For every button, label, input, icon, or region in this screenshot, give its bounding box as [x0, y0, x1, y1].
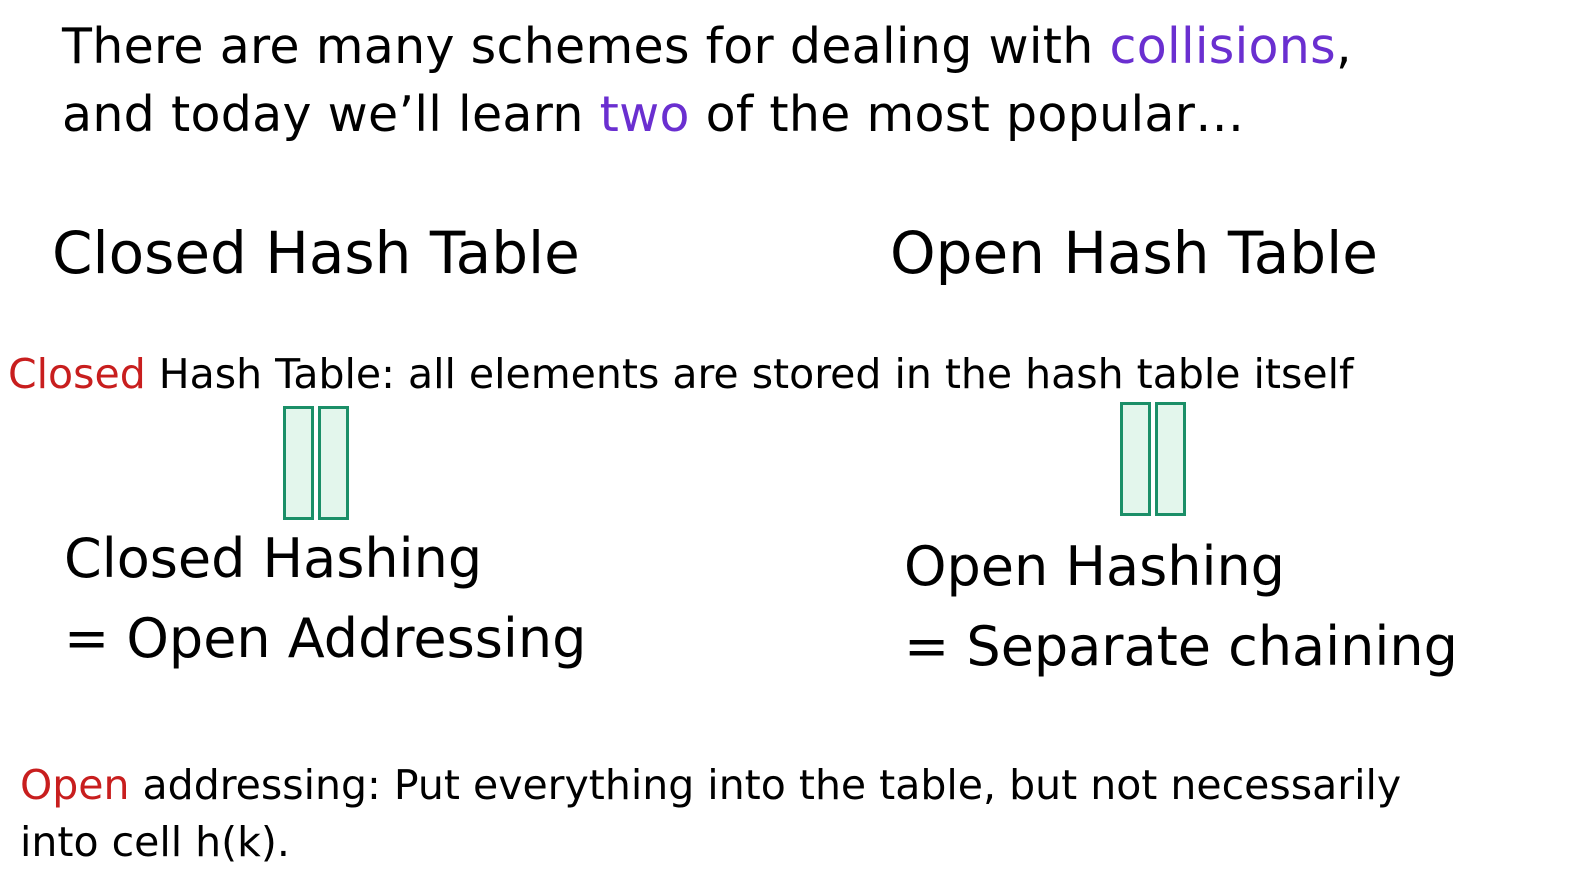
intro-line-1-suffix: , — [1335, 18, 1352, 75]
equivalence-bar — [1155, 402, 1186, 516]
intro-line-1-prefix: There are many schemes for dealing with — [62, 18, 1110, 75]
definition-highlight: Closed — [8, 350, 146, 398]
equivalence-bar — [318, 406, 349, 520]
open-addressing-label: = Open Addressing — [64, 607, 587, 670]
closed-hash-table-definition: Closed Hash Table: all elements are stor… — [8, 354, 1353, 395]
open-addressing-note-rest: addressing: Put everything into the tabl… — [129, 761, 1402, 809]
closed-hashing-label: Closed Hashing — [64, 527, 483, 590]
separate-chaining-label: = Separate chaining — [904, 615, 1458, 678]
open-hash-table-heading: Open Hash Table — [890, 219, 1378, 287]
collisions-highlight: collisions — [1109, 18, 1336, 75]
open-addressing-note-line-2: into cell h(k). — [20, 818, 290, 866]
closed-equivalence-symbol — [283, 406, 349, 520]
open-addressing-note-line-1: Open addressing: Put everything into the… — [20, 765, 1401, 806]
open-hashing-label: Open Hashing — [904, 535, 1285, 598]
equivalence-bar — [1120, 402, 1151, 516]
intro-line-2-suffix: of the most popular… — [689, 86, 1245, 143]
intro-line-2: and today we’ll learn two of the most po… — [62, 90, 1244, 139]
two-highlight: two — [599, 86, 690, 143]
closed-hash-table-heading: Closed Hash Table — [52, 219, 580, 287]
intro-line-1: There are many schemes for dealing with … — [62, 22, 1352, 71]
intro-line-2-prefix: and today we’ll learn — [62, 86, 600, 143]
open-highlight: Open — [20, 761, 130, 809]
open-equivalence-symbol — [1120, 402, 1186, 516]
equivalence-bar — [283, 406, 314, 520]
definition-rest: Hash Table: all elements are stored in t… — [145, 350, 1354, 398]
